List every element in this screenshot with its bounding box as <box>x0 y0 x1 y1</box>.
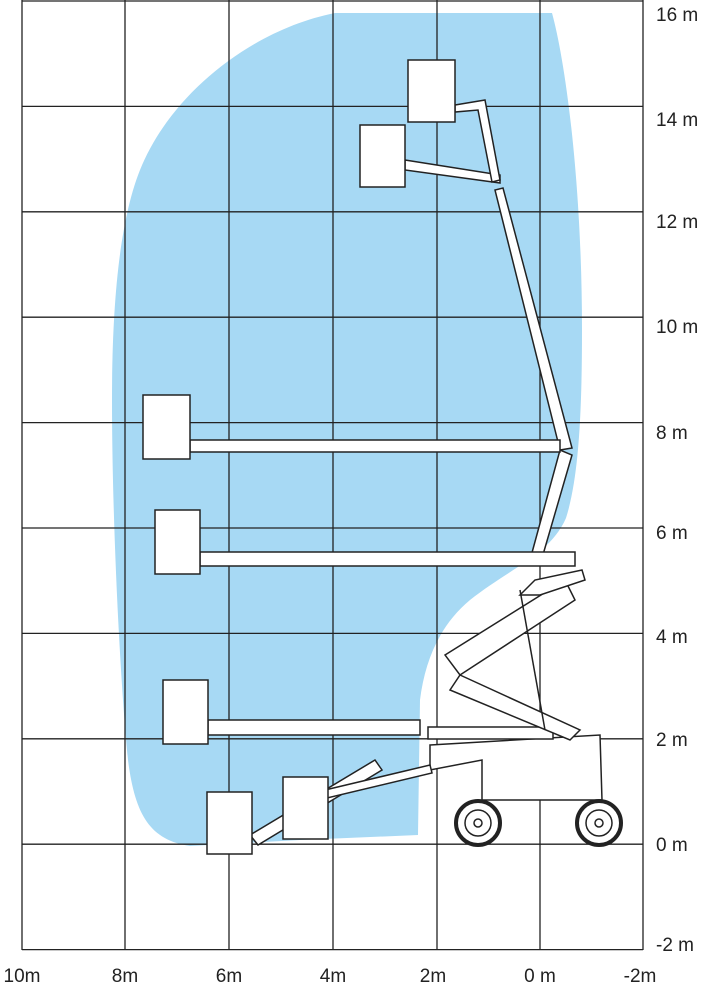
x-label-neg2: -2m <box>623 966 657 987</box>
y-label-8: 8 m <box>656 423 688 444</box>
x-label-10: 10m <box>3 966 41 987</box>
y-label-6: 6 m <box>656 523 688 544</box>
y-label-4: 4 m <box>656 627 688 648</box>
x-label-4: 4m <box>319 966 347 987</box>
x-label-8: 8m <box>111 966 139 987</box>
grid <box>21 0 644 951</box>
y-label-0: 0 m <box>656 835 688 856</box>
x-label-6: 6m <box>215 966 243 987</box>
x-label-0: 0 m <box>524 966 556 987</box>
y-label-14: 14 m <box>656 110 699 131</box>
y-label-10: 10 m <box>656 317 699 338</box>
machine-drawing <box>142 59 623 855</box>
y-label-16: 16 m <box>656 5 699 26</box>
x-label-2: 2m <box>419 966 447 987</box>
y-label-2: 2 m <box>656 730 688 751</box>
y-label-neg2: -2 m <box>656 935 694 956</box>
y-label-12: 12 m <box>656 212 699 233</box>
